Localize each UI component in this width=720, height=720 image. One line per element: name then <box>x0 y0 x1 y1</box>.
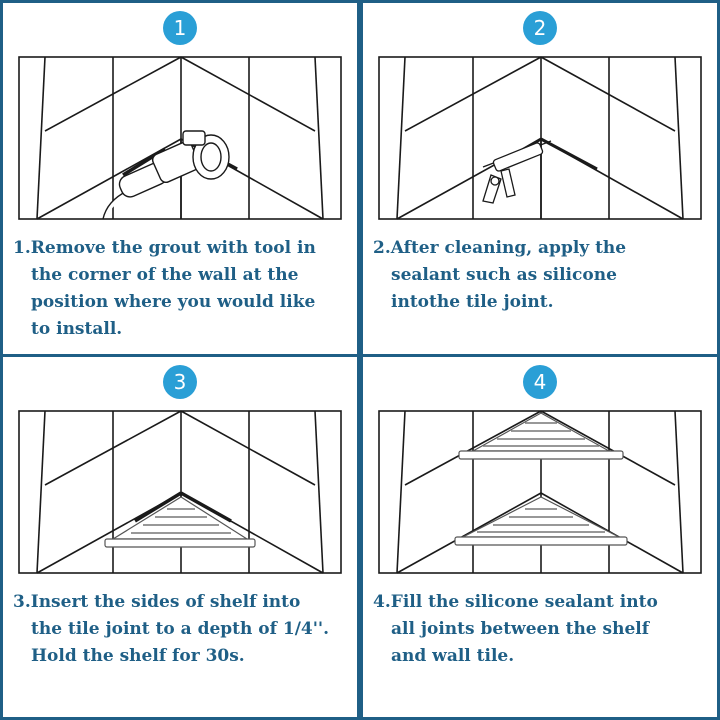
caption-line: Hold the shelf for 30s. <box>31 646 245 666</box>
corner-shelf-icon <box>18 410 342 574</box>
two-corner-shelves-icon <box>378 410 702 574</box>
caption-line: position where you would like <box>31 292 316 312</box>
step-panel-4: 4 <box>360 354 720 720</box>
caption-line: all joints between the shelf <box>391 619 650 639</box>
caption-line: 4.Fill the silicone sealant into <box>373 592 658 612</box>
step-panel-1: 1 <box>0 0 360 360</box>
step-number-badge: 4 <box>523 365 557 399</box>
step-caption: 1.Remove the grout with tool in the corn… <box>13 235 349 343</box>
step-caption: 2.After cleaning, apply the sealant such… <box>373 235 709 316</box>
step-number-badge: 2 <box>523 11 557 45</box>
step-number-badge: 1 <box>163 11 197 45</box>
caption-line: to install. <box>31 319 123 339</box>
caption-line: intothe tile joint. <box>391 292 554 312</box>
caption-line: and wall tile. <box>391 646 515 666</box>
caption-line: the corner of the wall at the <box>31 265 299 285</box>
caption-line: sealant such as silicone <box>391 265 617 285</box>
caption-line: 3.Insert the sides of shelf into <box>13 592 301 612</box>
step-caption: 4.Fill the silicone sealant into all joi… <box>373 589 709 670</box>
caption-line: the tile joint to a depth of 1/4''. <box>31 619 330 639</box>
caption-line: 1.Remove the grout with tool in <box>13 238 316 258</box>
step-panel-2: 2 <box>360 0 720 360</box>
step-caption: 3.Insert the sides of shelf into the til… <box>13 589 349 670</box>
caption-line: 2.After cleaning, apply the <box>373 238 627 258</box>
step-number-badge: 3 <box>163 365 197 399</box>
step-panel-3: 3 <box>0 354 360 720</box>
angle-grinder-icon <box>18 56 342 220</box>
caulking-gun-icon <box>378 56 702 220</box>
